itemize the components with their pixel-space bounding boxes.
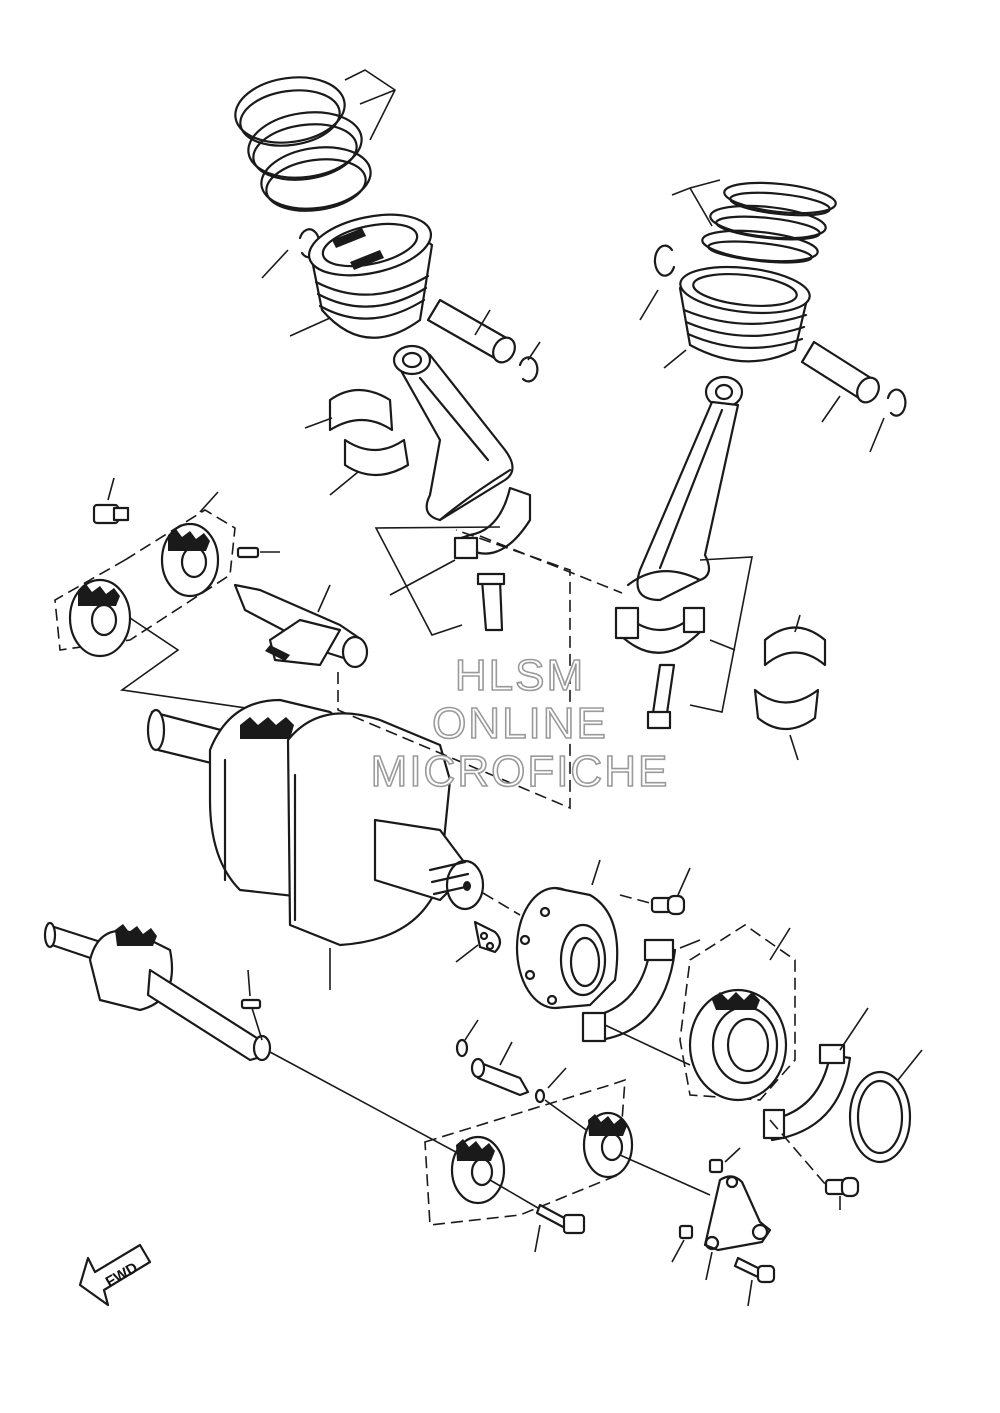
watermark-line-2: ONLINE	[432, 699, 608, 748]
bearing-shells-right	[753, 626, 827, 730]
watermark: HLSM ONLINE MICROFICHE	[370, 650, 670, 797]
bolt-16	[733, 1256, 776, 1284]
bolt-20	[824, 1176, 860, 1198]
watermark-line-1: HLSM	[455, 651, 585, 700]
circlip-right-upper	[653, 244, 676, 277]
gear-lower-center	[450, 1135, 506, 1205]
rod-cap-right	[614, 606, 706, 654]
balancer-shaft-lower	[43, 921, 272, 1062]
balancer-shaft-28	[233, 583, 369, 669]
bearing-shells-left	[328, 389, 410, 476]
watermark-line-3: MICROFICHE	[371, 747, 670, 796]
piston-pin-left	[426, 298, 516, 364]
circlip-right-lower	[886, 388, 907, 417]
rod-bolt-left	[476, 572, 506, 632]
o-ring-14-lower	[534, 1088, 546, 1104]
connecting-rod-left	[392, 344, 514, 522]
rod-cap-left	[453, 486, 532, 560]
fwd-arrow: FWD	[78, 1243, 152, 1307]
piston-rings-left	[234, 76, 372, 212]
piston-right	[678, 265, 811, 363]
piston-pin-right	[800, 340, 880, 404]
pin-13	[470, 1057, 530, 1097]
gear-lower-right	[582, 1111, 634, 1179]
flange-21	[515, 886, 619, 1010]
piston-rings-right	[701, 181, 837, 264]
o-ring-14-upper	[455, 1038, 469, 1058]
gear-lower-left	[68, 578, 132, 658]
thrust-washer-18	[762, 1043, 852, 1142]
clip-24	[473, 920, 502, 954]
circlip-left-lower	[518, 356, 539, 383]
crankshaft-1	[146, 698, 485, 947]
bolt-22	[650, 894, 686, 916]
bolt-27	[92, 503, 130, 525]
thrust-washer-19	[581, 938, 677, 1043]
bearing-kit-outline-10	[679, 924, 796, 1101]
rod-bolt-right	[646, 663, 676, 730]
oil-seal-23	[848, 1070, 912, 1164]
connecting-rod-right	[626, 375, 744, 602]
bearing-10	[688, 988, 788, 1102]
collar-17-lower	[678, 1224, 694, 1240]
collar-17-upper	[708, 1158, 724, 1174]
key-12	[240, 998, 262, 1010]
gear-kit-outline-25	[54, 509, 236, 651]
key-26	[236, 546, 260, 559]
piston-left	[307, 213, 434, 339]
weight-lever-15	[703, 1175, 772, 1252]
gear-upper-left	[160, 522, 220, 598]
bolt-11	[535, 1203, 586, 1235]
